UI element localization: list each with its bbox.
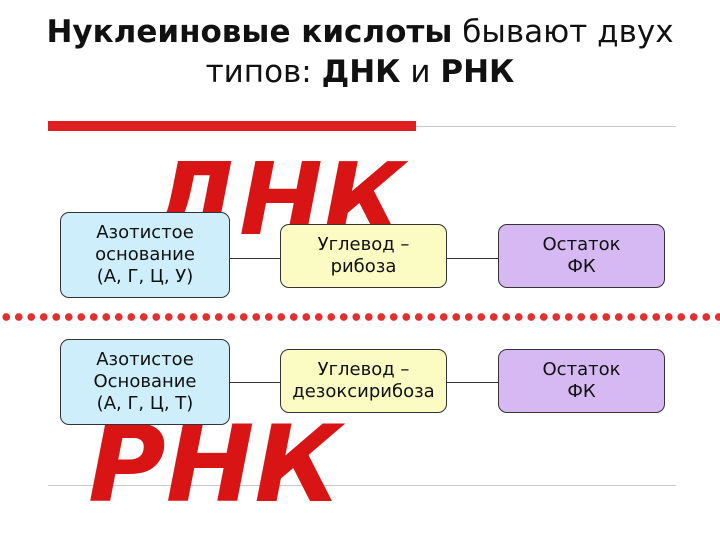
title-bold-text: Нуклеиновые кислоты (46, 14, 453, 50)
red-accent-bar (48, 121, 416, 131)
rna-big-label: РНК (88, 403, 342, 526)
title-line-1: Нуклеиновые кислоты бывают двух (0, 12, 720, 52)
title-mid-text: и (400, 54, 441, 90)
rna-base-box: Азотистое Основание (А, Г, Ц, Т) (60, 339, 230, 425)
bottom-divider-line (48, 485, 676, 486)
rna-carbohydrate-box: Углевод – дезоксирибоза (280, 349, 447, 413)
title-line-2: типов: ДНК и РНК (0, 52, 720, 92)
title-rna-text: РНК (440, 54, 515, 90)
title-dna-text: ДНК (321, 54, 401, 90)
title-prefix-text: типов: (205, 54, 322, 90)
dotted-separator (0, 311, 720, 323)
dna-base-box: Азотистое основание (А, Г, Ц, У) (60, 212, 230, 298)
dna-carbohydrate-box: Углевод – рибоза (280, 224, 447, 288)
title-rest-text: бывают двух (452, 14, 674, 50)
rna-phosphate-box: Остаток ФК (498, 349, 665, 413)
slide-title: Нуклеиновые кислоты бывают двух типов: Д… (0, 12, 720, 92)
dna-phosphate-box: Остаток ФК (498, 224, 665, 288)
